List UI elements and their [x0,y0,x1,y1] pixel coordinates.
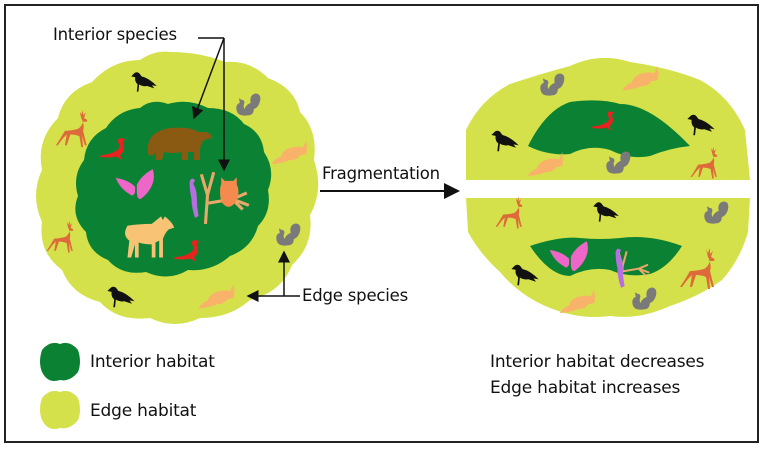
edge-species-label: Edge species [302,286,408,305]
legend-swatch-edge [40,390,80,429]
fragment-bottom [466,196,750,317]
legend-swatch-interior [40,342,80,381]
edge-species-callout [246,250,300,302]
interior-habitat-zone-intact [75,101,272,277]
interior-species-callout [192,37,230,172]
fragment-top [466,57,750,180]
fragmentation-label: Fragmentation [322,164,440,183]
legend-label-edge: Edge habitat [90,401,197,421]
conclusion-edge-increases: Edge habitat increases [490,378,681,398]
conclusion-interior-decreases: Interior habitat decreases [490,352,705,372]
legend-label-interior: Interior habitat [90,352,215,372]
interior-species-label: Interior species [53,25,177,44]
intact-habitat [36,51,319,325]
